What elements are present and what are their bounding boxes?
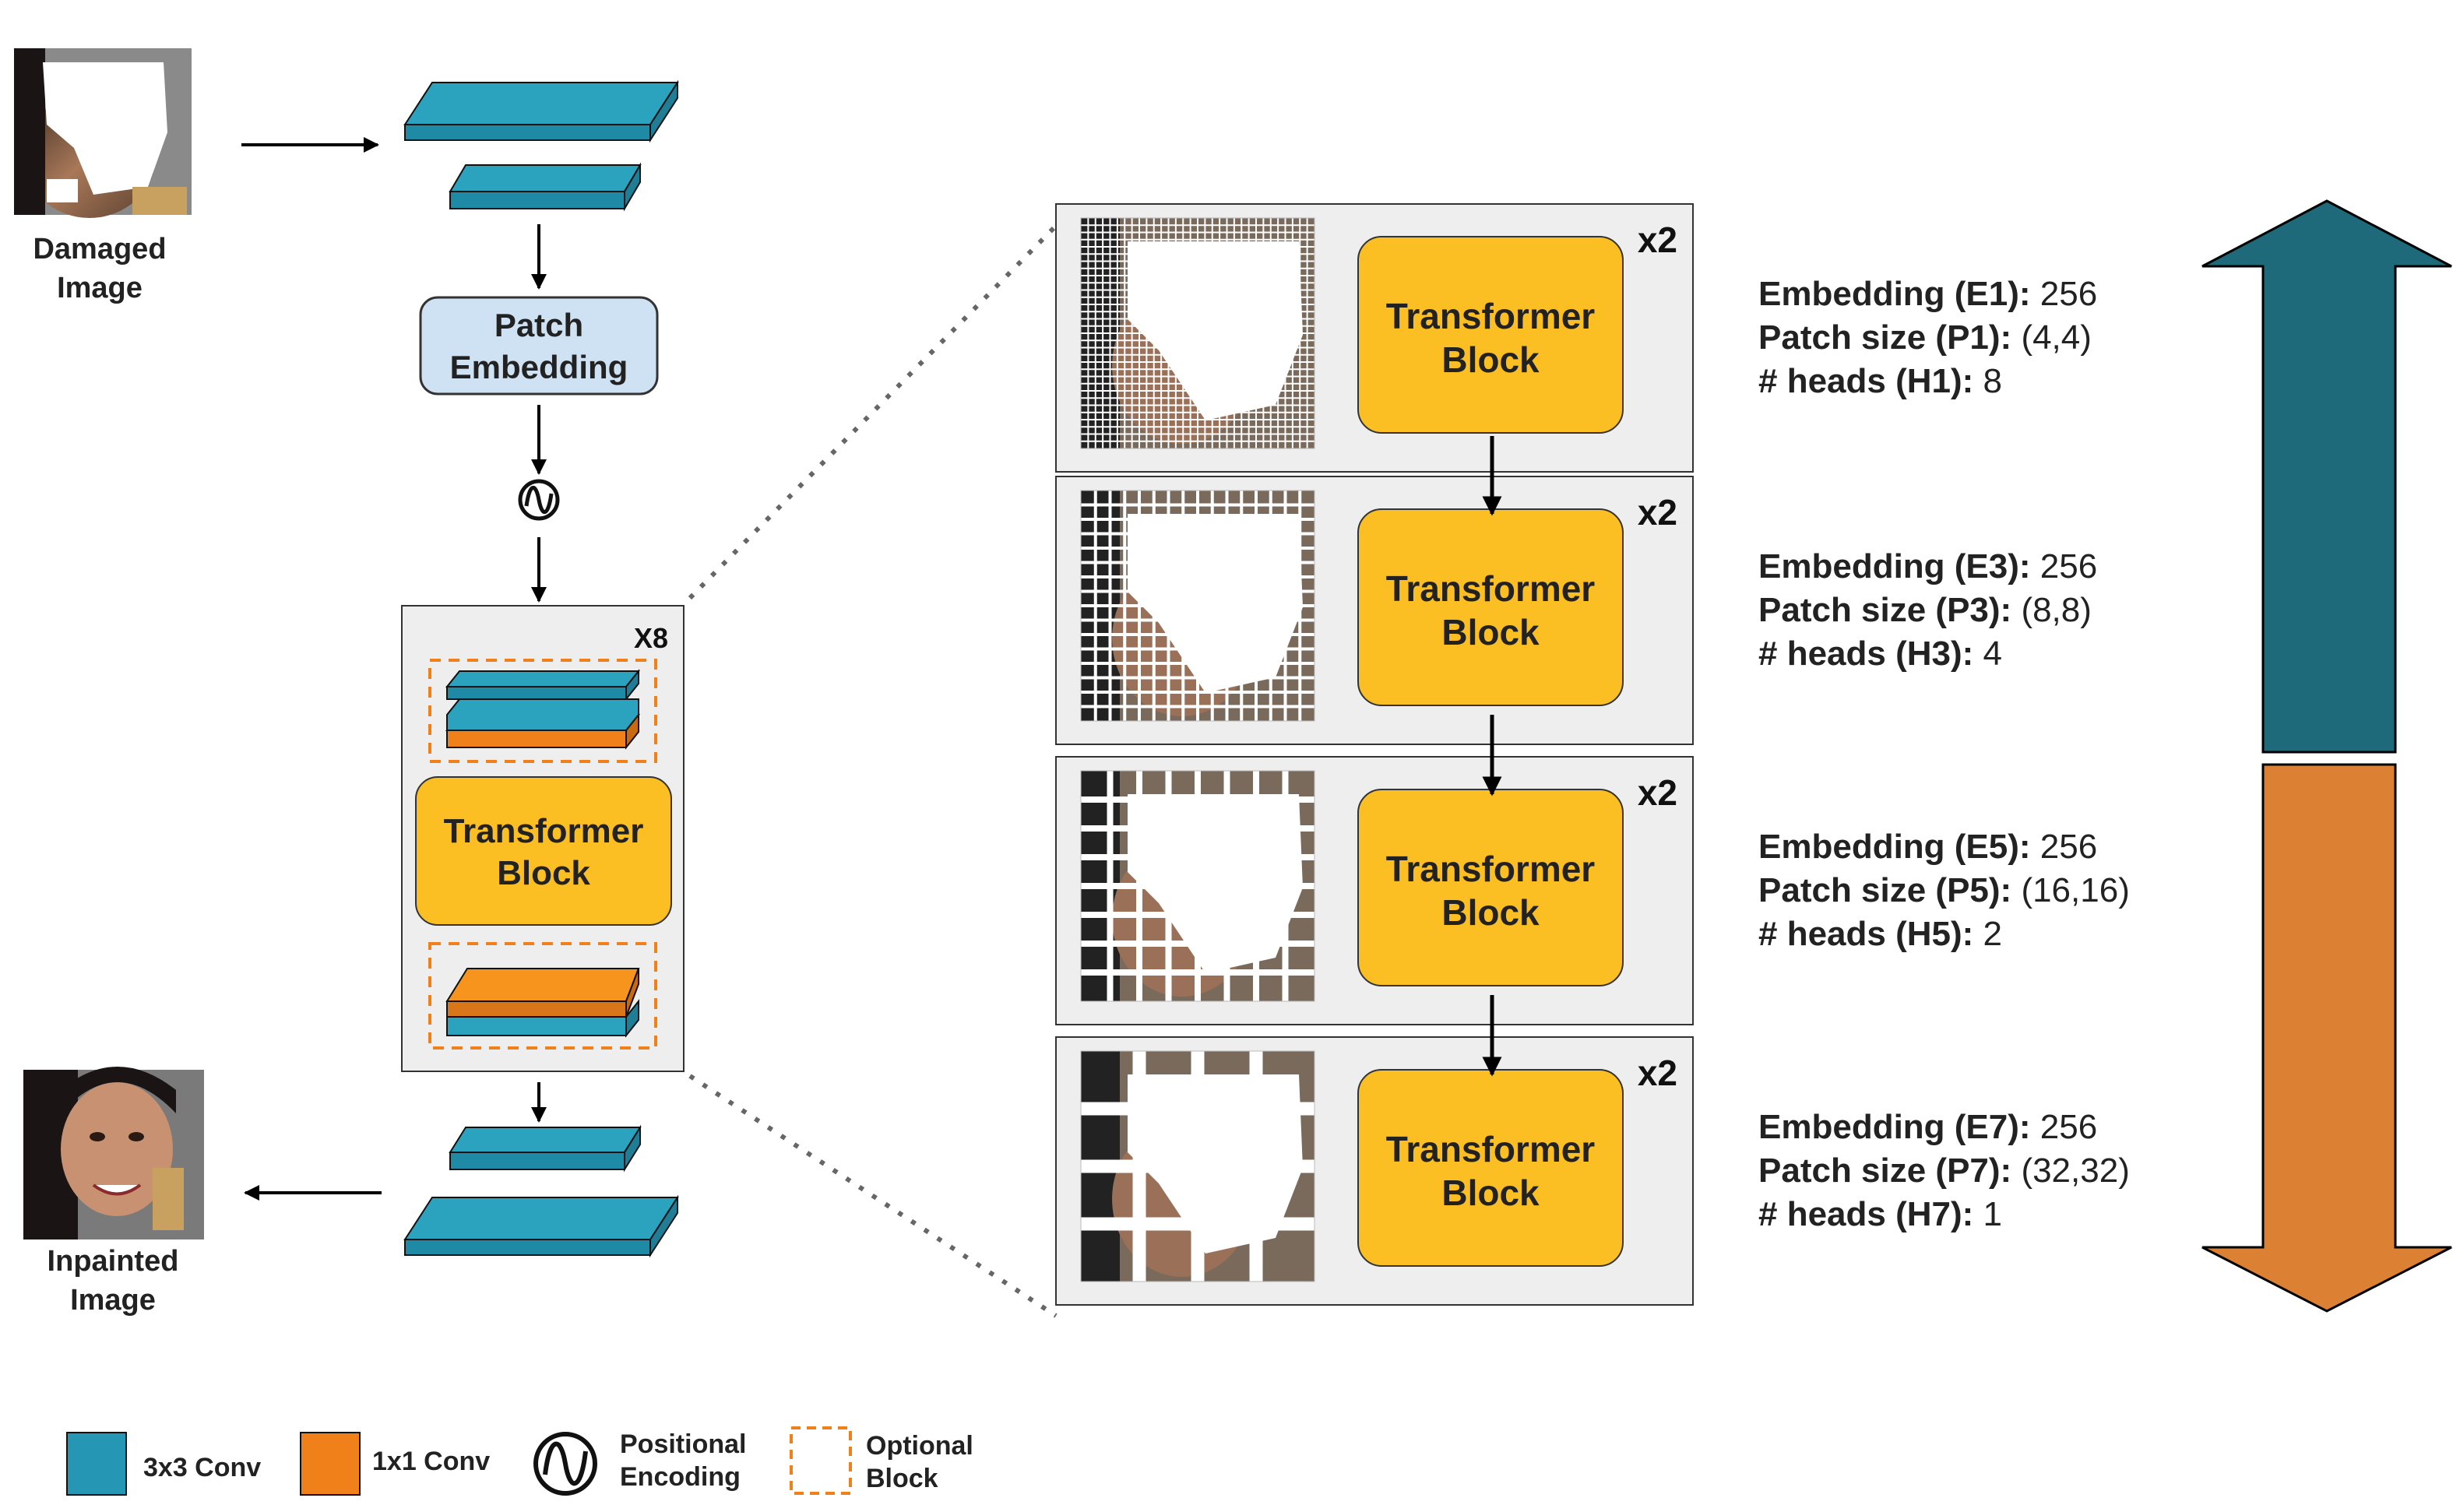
stage-patch-size-label: Patch size (P3): — [1758, 591, 2021, 629]
stage-heads-label: # heads (H5): — [1758, 915, 1983, 953]
zoom-line-top — [688, 223, 1058, 600]
legend-conv3-label: 3x3 Conv — [143, 1453, 261, 1482]
sine-wave-icon — [518, 479, 560, 521]
stage-embedding: Embedding (E5): 256 — [1758, 828, 2097, 866]
stage-embedding-value: 256 — [2040, 1108, 2097, 1146]
stage-embedding-label: Embedding (E5): — [1758, 828, 2040, 866]
stage-patch-size-value: (16,16) — [2021, 871, 2129, 909]
stage-thumbnail — [1080, 217, 1315, 449]
stage-repeat-count: x2 — [1638, 1053, 1677, 1093]
damaged-image-label: Damaged — [33, 233, 166, 265]
stage-transformer-label-2: Block — [1441, 1173, 1540, 1213]
stage-heads: # heads (H1): 8 — [1758, 362, 2002, 400]
repeat-count-main: X8 — [634, 622, 668, 654]
stage-repeat-count: x2 — [1638, 772, 1677, 813]
stage-embedding-label: Embedding (E7): — [1758, 1108, 2040, 1146]
stage-heads: # heads (H5): 2 — [1758, 915, 2002, 953]
stage-embedding: Embedding (E1): 256 — [1758, 275, 2097, 313]
stage-thumbnail — [1080, 1050, 1315, 1282]
legend-conv3-swatch — [66, 1432, 127, 1496]
inpainted-image-label: Inpainted — [48, 1245, 179, 1278]
patch-embedding-box — [419, 296, 659, 396]
stage-heads: # heads (H7): 1 — [1758, 1195, 2002, 1233]
stage-transformer-label-2: Block — [1441, 612, 1540, 652]
stage-embedding: Embedding (E3): 256 — [1758, 547, 2097, 585]
down-arrow — [2201, 763, 2452, 1313]
stage-heads: # heads (H3): 4 — [1758, 635, 2002, 673]
optional-conv-top — [445, 669, 641, 750]
stage-transformer-label-2: Block — [1441, 892, 1540, 933]
stage-repeat-count: x2 — [1638, 220, 1677, 260]
legend-sine-wave-icon — [533, 1432, 597, 1496]
legend-optional-label: Optional — [866, 1431, 973, 1461]
zoom-line-bottom — [688, 1074, 1058, 1318]
stage-transformer-block — [1357, 236, 1624, 434]
stage-transformer-label-2: Block — [1441, 339, 1540, 380]
inpainted-image-label-2: Image — [70, 1284, 156, 1317]
patch-embedding-label: Patch — [494, 307, 583, 343]
stage-patch-size-label: Patch size (P5): — [1758, 871, 2021, 909]
stage-heads-label: # heads (H7): — [1758, 1195, 1983, 1233]
stage-heads-value: 2 — [1983, 915, 2002, 953]
output-conv-large — [403, 1194, 679, 1258]
legend-pos-label-2: Encoding — [620, 1462, 741, 1492]
stage-patch-size: Patch size (P1): (4,4) — [1758, 318, 2092, 357]
stage-patch-size: Patch size (P3): (8,8) — [1758, 591, 2092, 629]
stage-transformer-label: Transformer — [1386, 568, 1596, 609]
legend-pos-label: Positional — [620, 1429, 746, 1459]
output-conv-small — [449, 1124, 642, 1173]
damaged-image-label-2: Image — [57, 272, 143, 304]
damaged-image — [14, 48, 192, 218]
stage-thumbnail — [1080, 770, 1315, 1002]
stage-heads-value: 1 — [1983, 1195, 2002, 1233]
inpainted-image — [23, 1067, 204, 1239]
stage-heads-label: # heads (H3): — [1758, 635, 1983, 673]
stage-repeat-count: x2 — [1638, 492, 1677, 533]
main-transformer-label-2: Block — [497, 854, 590, 892]
stage-thumbnail — [1080, 490, 1315, 722]
stage-embedding-value: 256 — [2040, 828, 2097, 866]
optional-block-bottom — [428, 942, 657, 1050]
stage-patch-size-value: (8,8) — [2021, 591, 2091, 629]
stage-embedding-label: Embedding (E3): — [1758, 547, 2040, 585]
stage-heads-label: # heads (H1): — [1758, 362, 1983, 400]
stage-embedding-value: 256 — [2040, 275, 2097, 313]
stage-patch-size-label: Patch size (P7): — [1758, 1152, 2021, 1190]
stage-patch-size: Patch size (P5): (16,16) — [1758, 871, 2130, 909]
input-conv-small — [449, 162, 642, 212]
legend-conv1-label: 1x1 Conv — [372, 1447, 490, 1476]
stage-patch-size-value: (4,4) — [2021, 318, 2091, 357]
legend-optional-swatch — [790, 1426, 852, 1495]
stage-patch-size: Patch size (P7): (32,32) — [1758, 1152, 2130, 1190]
legend-conv1-swatch — [300, 1432, 361, 1496]
stage-transformer-label: Transformer — [1386, 849, 1596, 889]
patch-embedding-label-2: Embedding — [450, 349, 628, 385]
stage-patch-size-label: Patch size (P1): — [1758, 318, 2021, 357]
input-conv-large — [403, 79, 679, 143]
optional-conv-bottom — [445, 968, 640, 1038]
stage-heads-value: 4 — [1983, 635, 2002, 673]
stage-patch-size-value: (32,32) — [2021, 1152, 2129, 1190]
stage-transformer-label: Transformer — [1386, 296, 1596, 336]
stage-heads-value: 8 — [1983, 362, 2002, 400]
stage-embedding-value: 256 — [2040, 547, 2097, 585]
main-transformer-block — [415, 776, 672, 926]
legend-optional-label-2: Block — [866, 1464, 938, 1493]
main-transformer-label: Transformer — [444, 812, 644, 850]
stage-embedding-label: Embedding (E1): — [1758, 275, 2040, 313]
stage-transformer-label: Transformer — [1386, 1129, 1596, 1169]
optional-block-top — [428, 659, 657, 763]
stage-embedding: Embedding (E7): 256 — [1758, 1108, 2097, 1146]
up-arrow — [2201, 199, 2452, 754]
